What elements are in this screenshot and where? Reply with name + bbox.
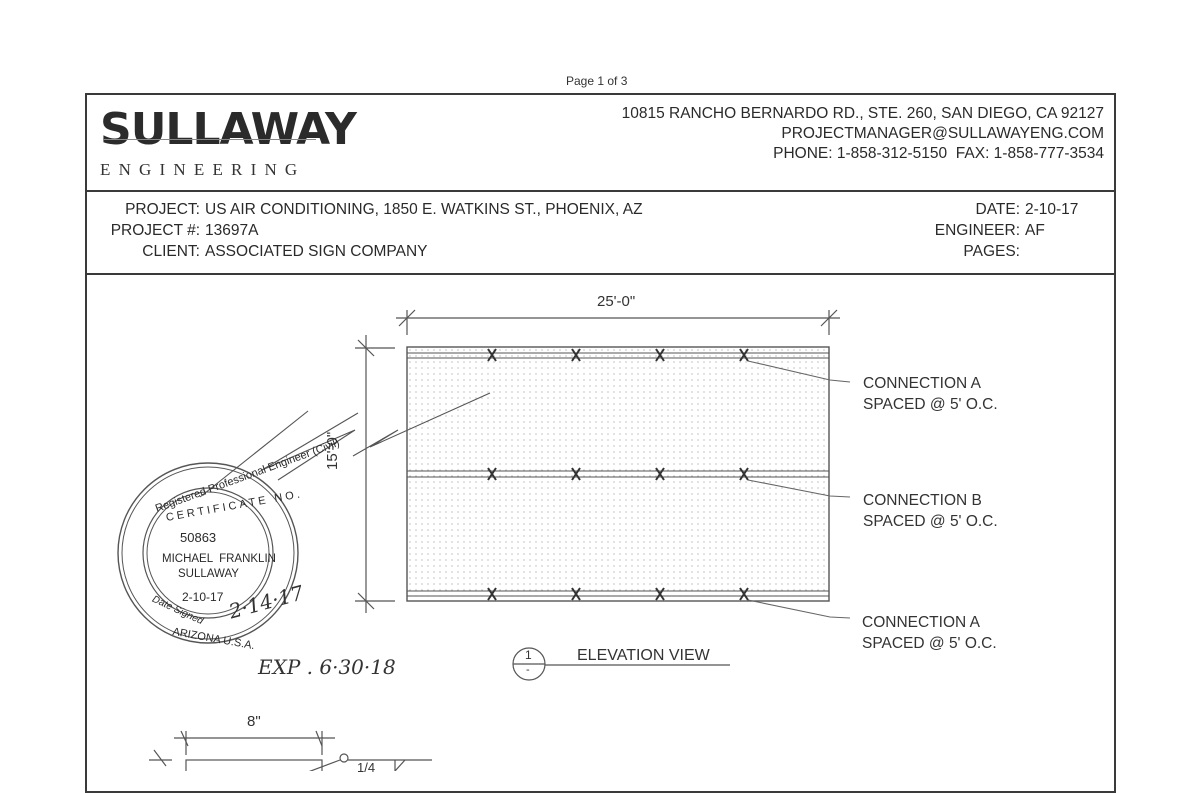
project-number-label: PROJECT #: bbox=[110, 222, 200, 239]
callout-spacing: SPACED @ 5' O.C. bbox=[862, 635, 997, 652]
seal-certificate-number: 50863 bbox=[180, 530, 217, 545]
engineer-row: ENGINEER: AF bbox=[900, 220, 1078, 241]
view-sheet: - bbox=[526, 664, 530, 676]
project-row: PROJECT: US AIR CONDITIONING, 1850 E. WA… bbox=[88, 199, 643, 220]
project-info-left: PROJECT: US AIR CONDITIONING, 1850 E. WA… bbox=[88, 199, 643, 262]
callout-spacing: SPACED @ 5' O.C. bbox=[863, 396, 998, 413]
company-email: PROJECTMANAGER@SULLAWAYENG.COM bbox=[781, 125, 1104, 142]
width-dimension-label: 25'-0" bbox=[597, 293, 636, 310]
width-dimension-line bbox=[396, 309, 840, 335]
date-label: DATE: bbox=[975, 201, 1021, 218]
pages-label: PAGES: bbox=[963, 243, 1020, 260]
project-number-row: PROJECT #: 13697A bbox=[88, 220, 643, 241]
callout-title: CONNECTION A bbox=[863, 375, 981, 392]
company-logo-subtitle: ENGINEERING bbox=[100, 160, 306, 179]
seal-name-line1: MICHAEL FRANKLIN bbox=[162, 553, 276, 565]
height-dimension-line bbox=[355, 335, 395, 613]
date-row: DATE: 2-10-17 bbox=[900, 199, 1079, 220]
company-logo-wordmark: SULLAWAY bbox=[100, 104, 357, 155]
detail-drawing bbox=[149, 730, 432, 771]
detail-width-label: 8" bbox=[247, 713, 261, 730]
callout-leaders bbox=[747, 360, 851, 619]
connection-marks bbox=[487, 348, 749, 601]
callout-connection-b: CONNECTION B SPACED @ 5' O.C. bbox=[863, 490, 998, 532]
project-info-right: DATE: 2-10-17 ENGINEER: AF PAGES: bbox=[900, 199, 1079, 262]
logo-rule bbox=[104, 139, 316, 140]
view-title-bubble bbox=[512, 647, 730, 681]
engineer-label: ENGINEER: bbox=[934, 222, 1020, 239]
callout-connection-a-top: CONNECTION A SPACED @ 5' O.C. bbox=[863, 373, 998, 415]
callout-title: CONNECTION B bbox=[863, 492, 982, 509]
project-label: PROJECT: bbox=[125, 201, 200, 218]
seal-date: 2-10-17 bbox=[182, 590, 224, 604]
project-value: US AIR CONDITIONING, 1850 E. WATKINS ST.… bbox=[205, 201, 643, 218]
seal-expiration: EXP . 6·30·18 bbox=[258, 655, 396, 679]
sign-panel bbox=[406, 346, 830, 602]
client-label: CLIENT: bbox=[142, 243, 200, 260]
seal-name-line2: SULLAWAY bbox=[178, 568, 239, 580]
client-value: ASSOCIATED SIGN COMPANY bbox=[205, 243, 428, 260]
client-row: CLIENT: ASSOCIATED SIGN COMPANY bbox=[88, 241, 643, 262]
info-divider bbox=[85, 273, 1116, 275]
view-title: ELEVATION VIEW bbox=[577, 647, 710, 664]
view-number: 1 bbox=[525, 648, 532, 662]
engineer-seal bbox=[117, 462, 299, 644]
weld-size-label: 1/4 bbox=[357, 760, 376, 775]
callout-connection-a-bottom: CONNECTION A SPACED @ 5' O.C. bbox=[862, 612, 997, 654]
signature-strokes bbox=[199, 392, 491, 498]
pages-row: PAGES: bbox=[900, 241, 1078, 262]
callout-title: CONNECTION A bbox=[862, 614, 980, 631]
callout-spacing: SPACED @ 5' O.C. bbox=[863, 513, 998, 530]
company-phone-fax: PHONE: 1-858-312-5150 FAX: 1-858-777-353… bbox=[773, 145, 1104, 162]
date-value: 2-10-17 bbox=[1025, 201, 1079, 218]
page-indicator: Page 1 of 3 bbox=[566, 74, 628, 88]
company-contact-block: 10815 RANCHO BERNARDO RD., STE. 260, SAN… bbox=[622, 104, 1104, 164]
company-address: 10815 RANCHO BERNARDO RD., STE. 260, SAN… bbox=[621, 105, 1104, 122]
elevation-drawing bbox=[117, 309, 851, 771]
engineer-value: AF bbox=[1025, 222, 1045, 239]
project-number-value: 13697A bbox=[205, 222, 259, 239]
header-divider bbox=[85, 190, 1116, 192]
